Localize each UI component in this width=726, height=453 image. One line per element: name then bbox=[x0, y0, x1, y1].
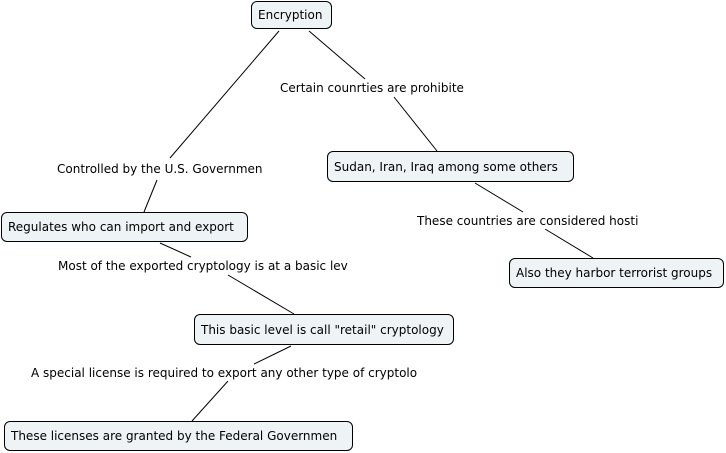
line-encryption-to-controlled bbox=[169, 30, 280, 159]
link-label-controlled: Controlled by the U.S. Governmen bbox=[57, 161, 273, 177]
line-prohibite-to-sudan bbox=[393, 96, 438, 152]
concept-terrorist-groups[interactable]: Also they harbor terrorist groups bbox=[509, 258, 724, 288]
line-encryption-to-prohibite bbox=[308, 30, 366, 80]
link-label-prohibite: Certain counrties are prohibite bbox=[280, 80, 474, 96]
line-basic-to-retail bbox=[227, 274, 295, 315]
line-controlled-to-regulates bbox=[143, 179, 158, 213]
link-label-basic-lev: Most of the exported cryptology is at a … bbox=[58, 258, 362, 274]
line-regulates-to-basic bbox=[159, 242, 192, 258]
line-special-to-licenses bbox=[191, 380, 229, 422]
line-hosti-to-terrorist bbox=[544, 228, 594, 259]
concept-federal-licenses[interactable]: These licenses are granted by the Federa… bbox=[4, 421, 353, 451]
line-sudan-to-hosti bbox=[474, 182, 524, 213]
link-label-hosti: These countries are considered hosti bbox=[417, 213, 653, 229]
concept-encryption[interactable]: Encryption bbox=[251, 1, 332, 29]
concept-regulates[interactable]: Regulates who can import and export bbox=[1, 212, 248, 242]
concept-sudan-iran-iraq[interactable]: Sudan, Iran, Iraq among some others bbox=[327, 151, 574, 182]
link-label-special-license: A special license is required to export … bbox=[31, 365, 437, 381]
concept-retail-cryptology[interactable]: This basic level is call "retail" crypto… bbox=[194, 314, 454, 345]
line-retail-to-special bbox=[253, 345, 292, 365]
